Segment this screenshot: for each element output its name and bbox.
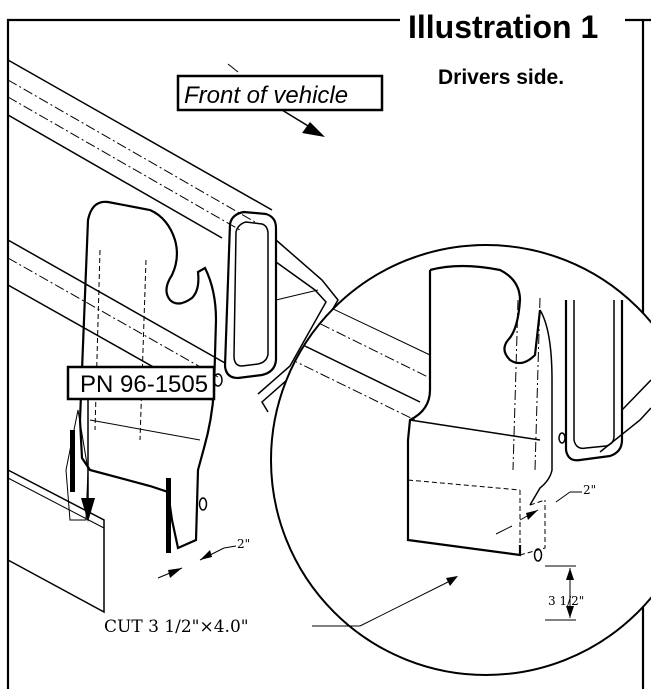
cut-callout: CUT 3 1/2"×4.0" — [104, 576, 458, 637]
front-of-vehicle-callout: Front of vehicle — [176, 63, 384, 137]
flat-bar-stock — [7, 469, 105, 614]
part-arrow-icon — [81, 498, 95, 522]
left-dimension-label: 2" — [237, 537, 250, 551]
part-number-callout: PN 96-1505 — [66, 365, 216, 522]
frame-rail — [7, 59, 278, 401]
cut-note-label: CUT 3 1/2"×4.0" — [104, 617, 249, 637]
direction-arrow-icon — [302, 122, 325, 137]
front-of-vehicle-label: Front of vehicle — [184, 82, 348, 109]
cut-arrow-icon — [446, 576, 458, 586]
illustration-subtitle: Drivers side. — [438, 66, 564, 89]
detail-offset-label: 2" — [583, 483, 596, 497]
left-dimension: 2" — [157, 537, 250, 579]
detail-height-label: 3 1/2" — [548, 594, 584, 608]
part-number-label: PN 96-1505 — [80, 371, 208, 398]
detail-circle — [270, 244, 651, 676]
illustration-title: Illustration 1 — [408, 9, 598, 45]
